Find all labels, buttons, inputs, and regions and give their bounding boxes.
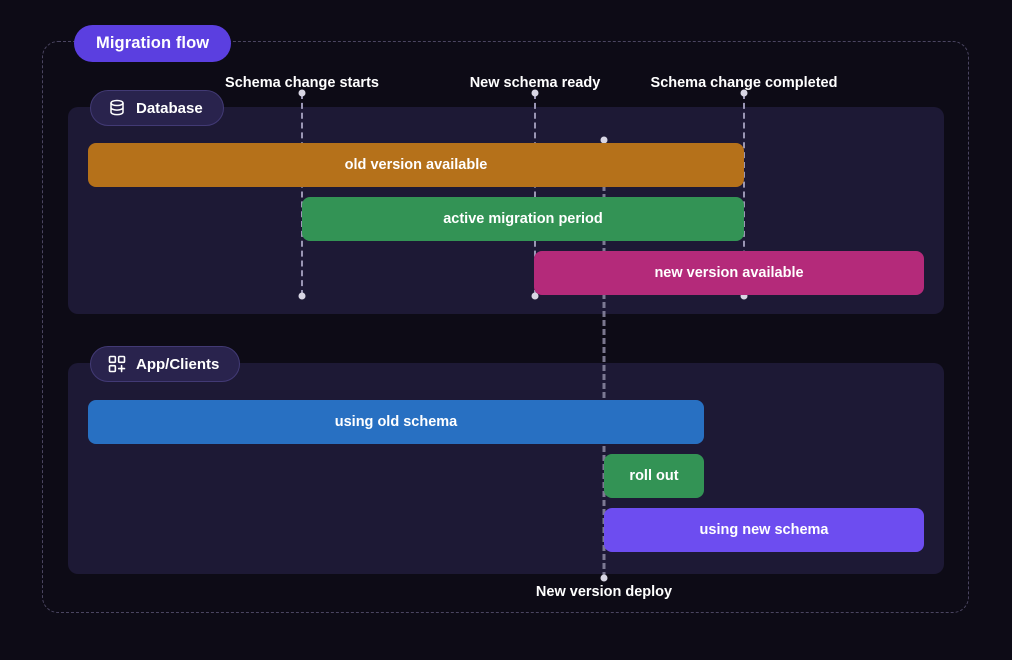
bar-roll-out[interactable]: roll out bbox=[604, 454, 704, 498]
lane-label-database: Database bbox=[136, 99, 203, 117]
marker-dot-new-version-deploy-start bbox=[600, 136, 608, 144]
bar-label-active-migration-period: active migration period bbox=[443, 211, 603, 227]
marker-label-new-version-deploy: New version deploy bbox=[535, 584, 673, 600]
bar-using-old-schema[interactable]: using old schema bbox=[88, 400, 704, 444]
marker-line-new-version-deploy bbox=[602, 140, 606, 578]
marker-dot-new-version-deploy-end bbox=[600, 574, 608, 582]
marker-dot-new-schema-ready-end bbox=[531, 292, 539, 300]
bar-label-new-version-available: new version available bbox=[654, 265, 804, 281]
marker-dot-schema-change-completed-end bbox=[740, 292, 748, 300]
marker-line-schema-change-completed bbox=[743, 93, 745, 296]
bar-label-using-old-schema: using old schema bbox=[334, 414, 458, 430]
bar-using-new-schema[interactable]: using new schema bbox=[604, 508, 924, 552]
marker-dot-schema-change-completed-start bbox=[740, 89, 748, 97]
apps-grid-plus-icon bbox=[107, 354, 127, 374]
bar-label-roll-out: roll out bbox=[629, 468, 679, 484]
lane-chip-database[interactable]: Database bbox=[90, 90, 224, 126]
bar-label-old-version-available: old version available bbox=[344, 157, 488, 173]
bar-active-migration-period[interactable]: active migration period bbox=[302, 197, 744, 241]
bar-new-version-available[interactable]: new version available bbox=[534, 251, 924, 295]
marker-label-schema-change-starts: Schema change starts bbox=[225, 75, 379, 91]
marker-dot-schema-change-starts-start bbox=[298, 89, 306, 97]
lane-chip-app-clients[interactable]: App/Clients bbox=[90, 346, 241, 382]
database-icon bbox=[107, 98, 127, 118]
bar-old-version-available[interactable]: old version available bbox=[88, 143, 744, 187]
page-title: Migration flow bbox=[96, 34, 210, 52]
diagram-title-chip: Migration flow bbox=[74, 25, 232, 62]
marker-label-new-schema-ready: New schema ready bbox=[469, 75, 601, 91]
lane-label-app-clients: App/Clients bbox=[136, 355, 220, 373]
marker-line-schema-change-starts bbox=[301, 93, 303, 296]
marker-dot-new-schema-ready-start bbox=[531, 89, 539, 97]
marker-line-new-schema-ready bbox=[534, 93, 536, 296]
marker-dot-schema-change-starts-end bbox=[298, 292, 306, 300]
bar-label-using-new-schema: using new schema bbox=[699, 522, 829, 538]
marker-label-schema-change-completed: Schema change completed bbox=[650, 75, 838, 91]
